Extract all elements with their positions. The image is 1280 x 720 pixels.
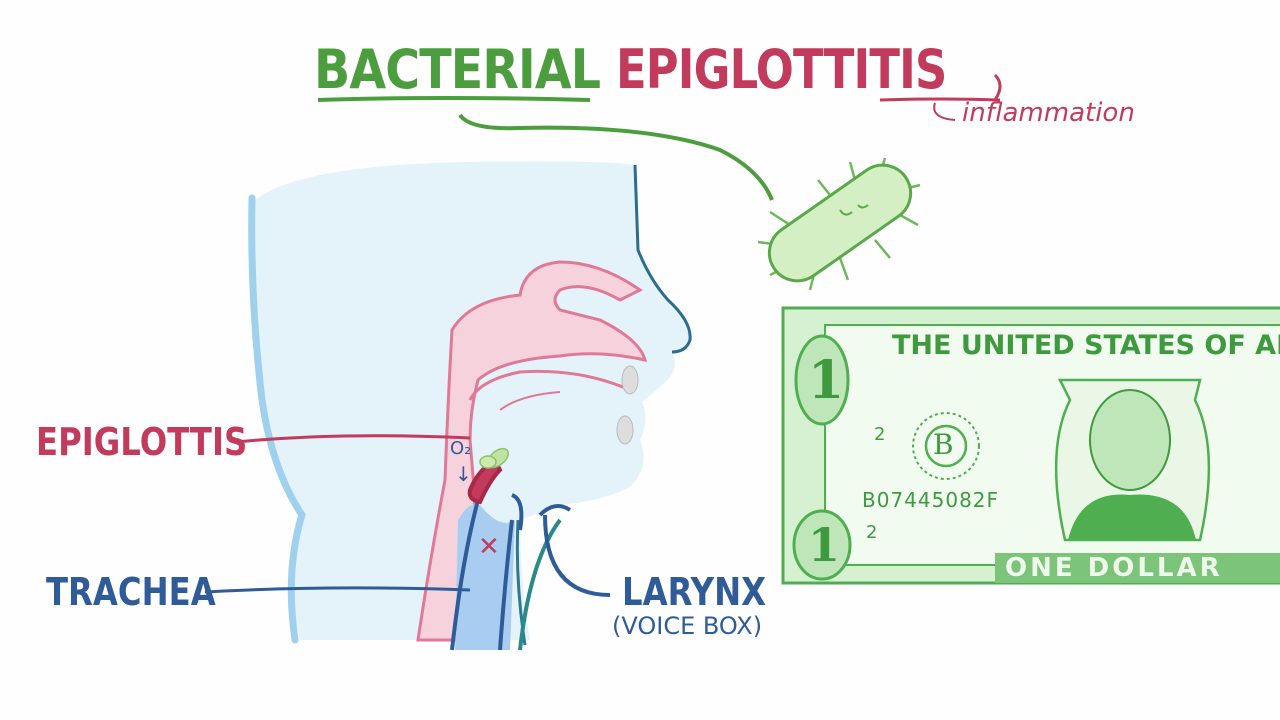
- label-trachea: TRACHEA: [46, 570, 216, 614]
- dollar-header: THE UNITED STATES OF AM: [892, 330, 1280, 361]
- treasury-seal-icon: [912, 412, 980, 480]
- larynx-leader: [543, 514, 611, 597]
- trachea-leader: [204, 586, 471, 594]
- dollar-footer: ONE DOLLAR: [1005, 553, 1223, 583]
- plate-number-bottom: 2: [866, 522, 878, 543]
- denomination-bottom: 1: [808, 518, 841, 572]
- corner-medallion-bottom: [792, 509, 852, 581]
- oxygen-label: O₂: [450, 438, 472, 459]
- plate-number-top: 2: [874, 424, 886, 445]
- denomination-top: 1: [808, 350, 845, 411]
- title-bacterial: BACTERIAL: [314, 38, 601, 101]
- seal-letter: B: [933, 428, 954, 461]
- title-epiglottitis: EPIGLOTTITIS: [616, 38, 947, 101]
- portrait: [1054, 378, 1211, 542]
- serial-number: B07445082F: [862, 488, 1000, 512]
- bacterial-connector: [458, 113, 774, 201]
- bacteria-small-icon: [479, 447, 509, 469]
- label-larynx: LARYNX: [622, 570, 767, 614]
- airflow-arrow-icon: ↓: [455, 462, 472, 486]
- blocked-airway-icon: ✕: [478, 532, 500, 562]
- epiglottis-shape: [467, 457, 503, 505]
- epiglottis-leader: [235, 434, 471, 444]
- label-epiglottis: EPIGLOTTIS: [36, 420, 248, 464]
- corner-medallion-top: [794, 334, 850, 426]
- airway: [416, 260, 648, 651]
- label-voice-box: (VOICE BOX): [612, 612, 763, 640]
- bacterium-icon: [757, 157, 921, 291]
- inflammation-note: inflammation: [962, 98, 1135, 128]
- dollar-bill: [781, 306, 1280, 585]
